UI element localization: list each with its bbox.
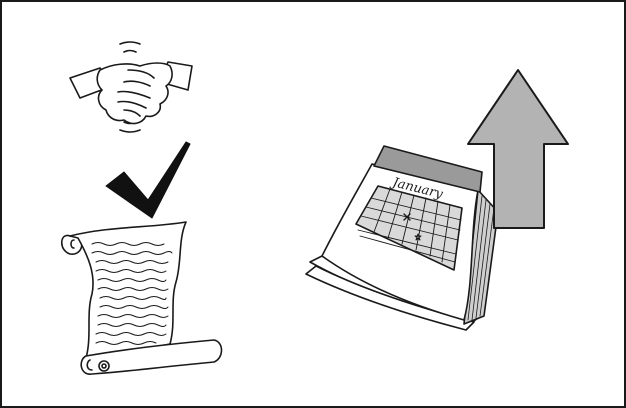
contract-scroll-icon — [62, 222, 222, 374]
handshake-icon — [70, 42, 192, 132]
calendar-icon: January — [306, 146, 498, 330]
checkmark-icon — [106, 142, 190, 218]
